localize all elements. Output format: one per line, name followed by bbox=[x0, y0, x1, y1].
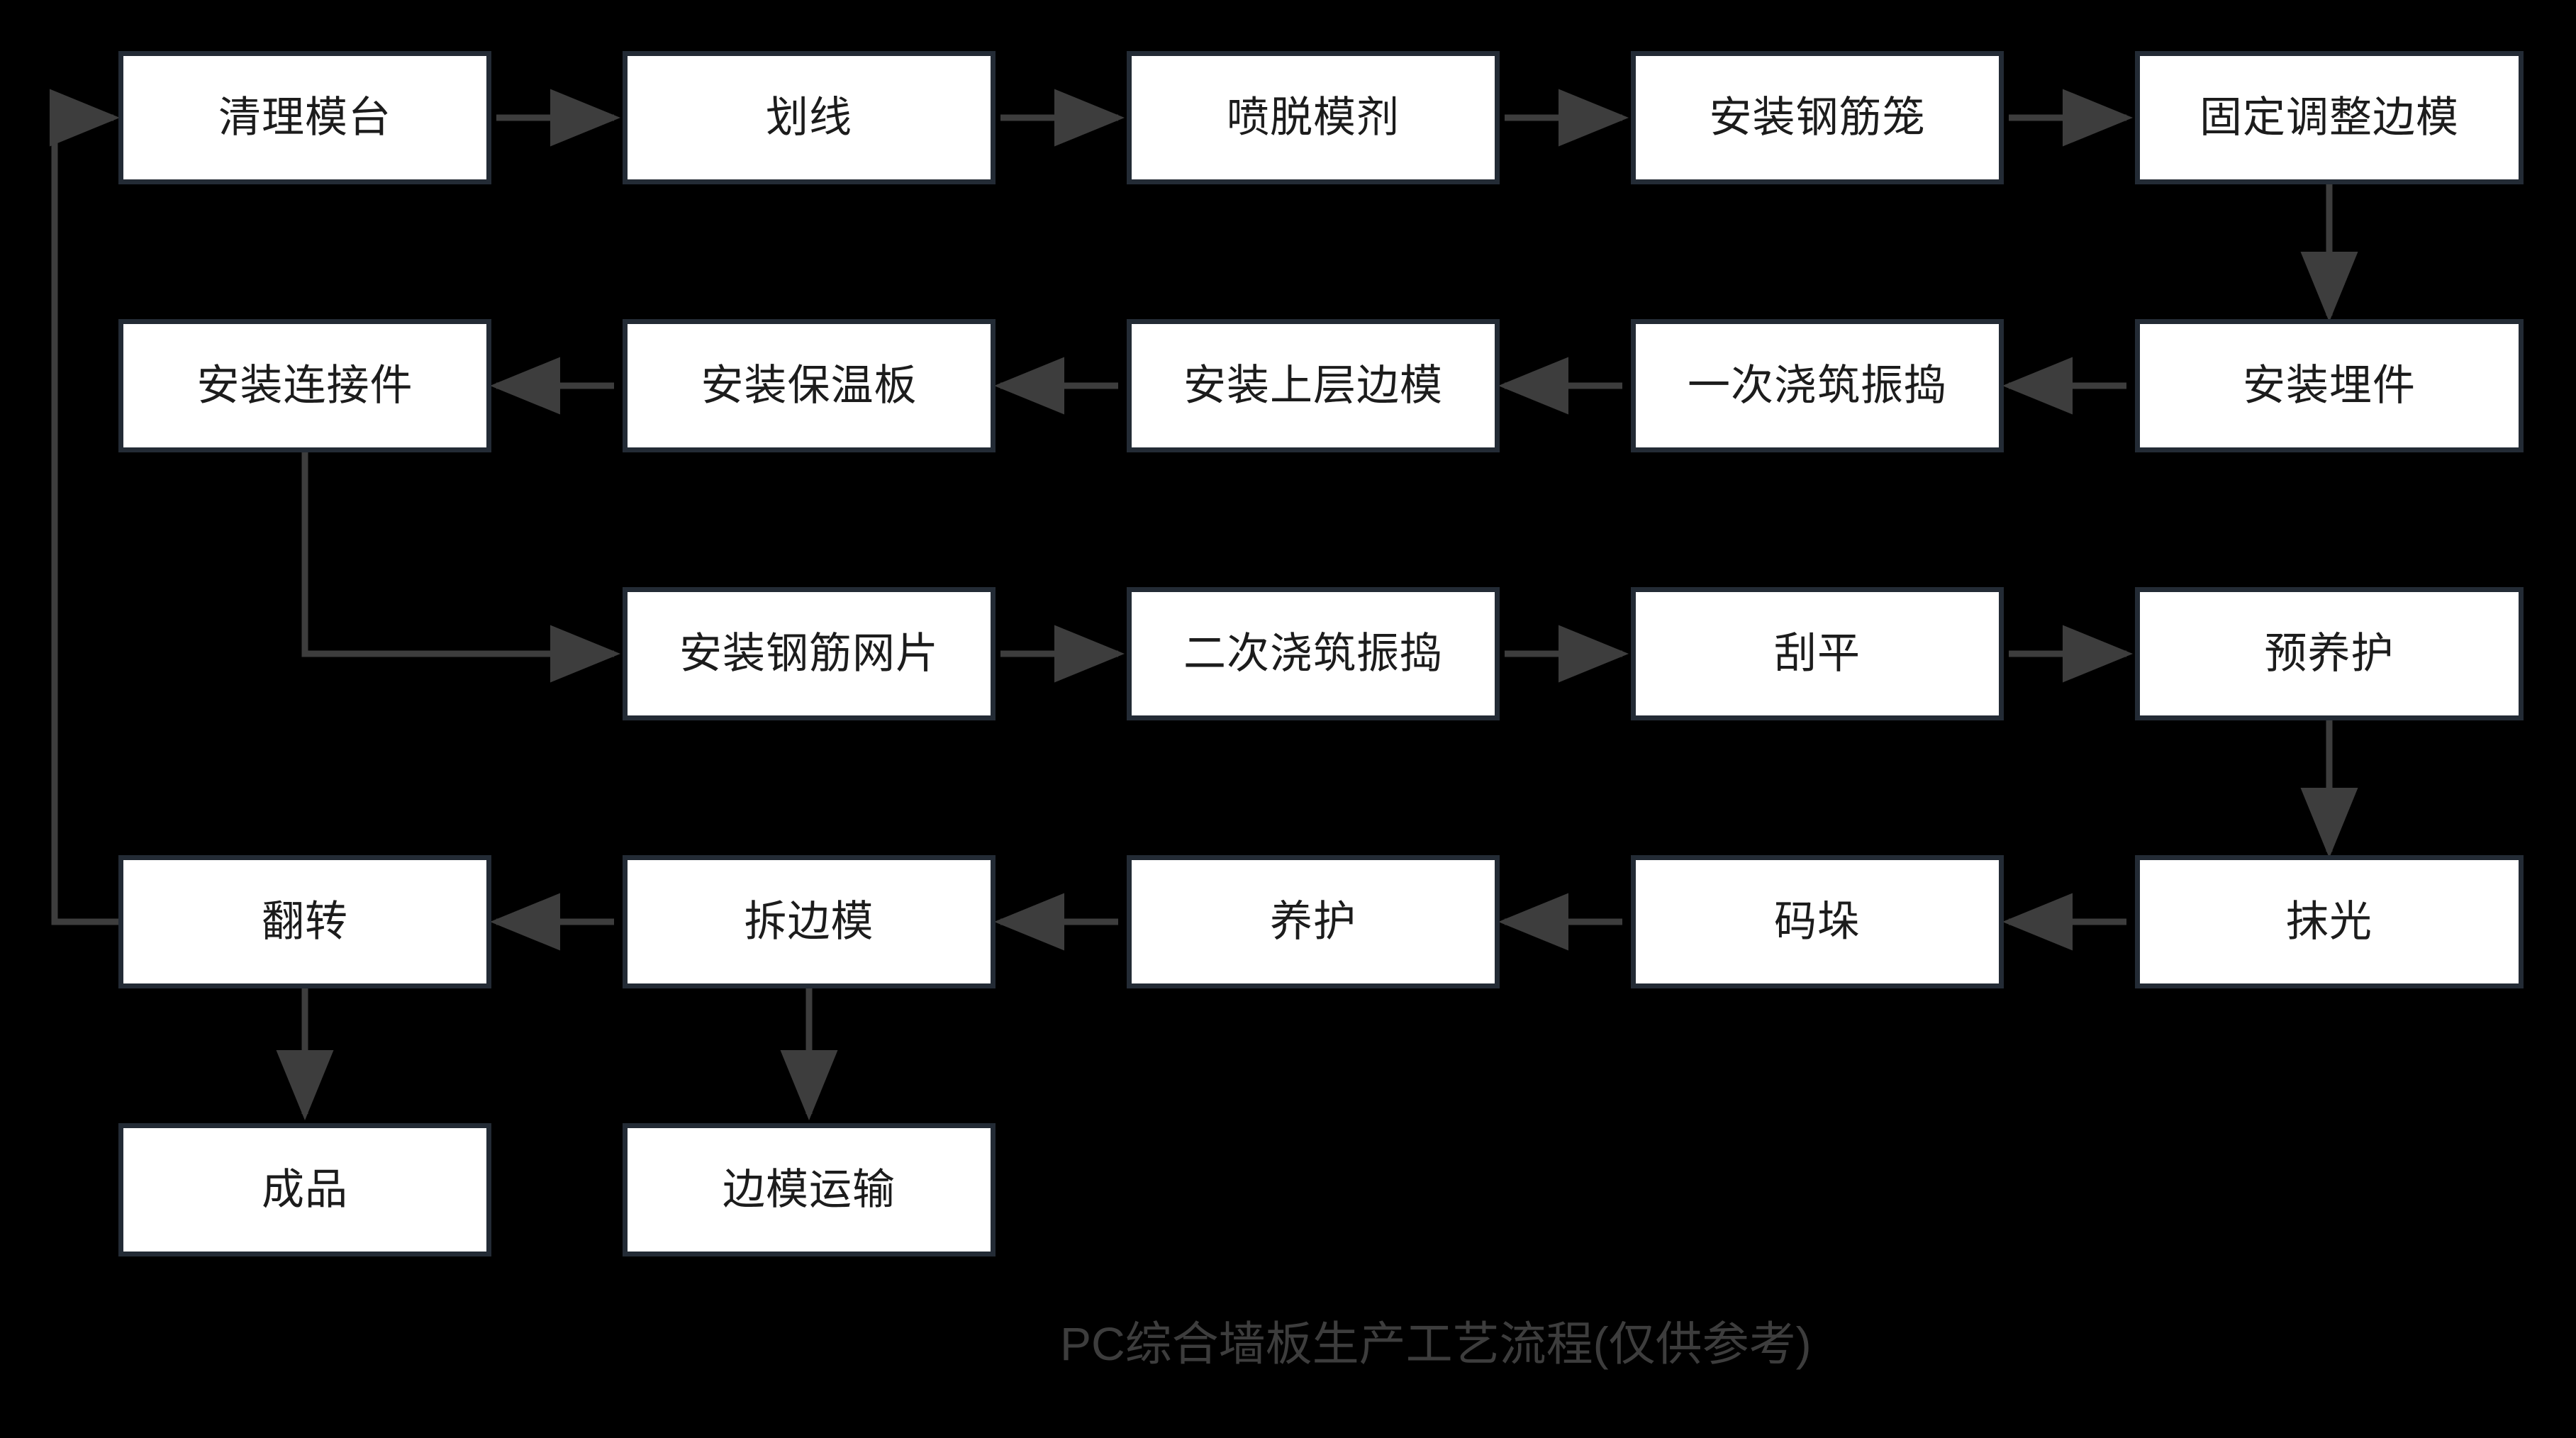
node-er-ci-jiao-zhu-zhen-dao[interactable]: 二次浇筑振捣 bbox=[1127, 587, 1500, 720]
node-chai-bian-mo[interactable]: 拆边模 bbox=[623, 855, 996, 988]
node-an-zhuang-gang-jin-long[interactable]: 安装钢筋笼 bbox=[1631, 51, 2004, 184]
node-hua-xian[interactable]: 划线 bbox=[623, 51, 996, 184]
node-label: 拆边模 bbox=[744, 898, 874, 945]
node-an-zhuang-shang-ceng-bian-mo[interactable]: 安装上层边模 bbox=[1127, 319, 1500, 452]
node-label: 码垛 bbox=[1774, 898, 1861, 945]
node-an-zhuang-bao-wen-ban[interactable]: 安装保温板 bbox=[623, 319, 996, 452]
node-label: 一次浇筑振捣 bbox=[1688, 362, 1947, 409]
node-fan-zhuan[interactable]: 翻转 bbox=[118, 855, 491, 988]
node-label: 安装连接件 bbox=[196, 362, 413, 409]
node-label: 安装钢筋笼 bbox=[1709, 94, 1926, 141]
node-label: 喷脱模剂 bbox=[1227, 94, 1400, 141]
node-label: 清理模台 bbox=[218, 94, 391, 141]
node-yi-ci-jiao-zhu-zhen-dao[interactable]: 一次浇筑振捣 bbox=[1631, 319, 2004, 452]
node-label: 预养护 bbox=[2264, 630, 2394, 677]
node-label: 安装埋件 bbox=[2243, 362, 2416, 409]
node-an-zhuang-mai-jian[interactable]: 安装埋件 bbox=[2135, 319, 2524, 452]
node-label: 翻转 bbox=[262, 898, 348, 945]
node-bian-mo-yun-shu[interactable]: 边模运输 bbox=[623, 1123, 996, 1256]
node-gu-ding-tiao-zheng-bian-mo[interactable]: 固定调整边模 bbox=[2135, 51, 2524, 184]
node-label: 安装保温板 bbox=[701, 362, 918, 409]
node-gua-ping[interactable]: 刮平 bbox=[1631, 587, 2004, 720]
edge-n10-n11 bbox=[301, 452, 620, 683]
node-label: 成品 bbox=[262, 1166, 348, 1213]
node-label: 划线 bbox=[766, 94, 852, 141]
node-cheng-pin[interactable]: 成品 bbox=[118, 1123, 491, 1256]
node-pen-tuo-mo-ji[interactable]: 喷脱模剂 bbox=[1127, 51, 1500, 184]
node-yang-hu[interactable]: 养护 bbox=[1127, 855, 1500, 988]
edge-n19-n1 bbox=[50, 89, 120, 925]
diagram-title: PC综合墙板生产工艺流程(仅供参考) bbox=[1060, 1317, 1812, 1370]
node-label: 养护 bbox=[1270, 898, 1356, 945]
node-label: 刮平 bbox=[1774, 630, 1861, 677]
node-mo-guang[interactable]: 抹光 bbox=[2135, 855, 2524, 988]
node-ma-duo[interactable]: 码垛 bbox=[1631, 855, 2004, 988]
node-an-zhuang-lian-jie-jian[interactable]: 安装连接件 bbox=[118, 319, 491, 452]
node-label: 安装上层边模 bbox=[1183, 362, 1443, 409]
node-label: 固定调整边模 bbox=[2199, 94, 2459, 141]
node-label: 抹光 bbox=[2286, 898, 2373, 945]
node-qing-li-mo-tai[interactable]: 清理模台 bbox=[118, 51, 491, 184]
node-label: 安装钢筋网片 bbox=[679, 630, 939, 677]
node-an-zhuang-gang-jin-wang-pian[interactable]: 安装钢筋网片 bbox=[623, 587, 996, 720]
node-label: 边模运输 bbox=[723, 1166, 896, 1213]
node-label: 二次浇筑振捣 bbox=[1183, 630, 1443, 677]
node-yu-yang-hu[interactable]: 预养护 bbox=[2135, 587, 2524, 720]
